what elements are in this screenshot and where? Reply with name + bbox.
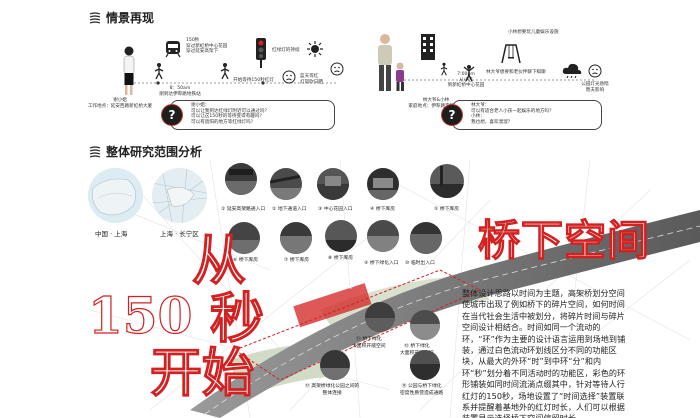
site-photo-4 bbox=[367, 168, 399, 200]
traffic-light-icon bbox=[256, 38, 266, 68]
dialog-bubble-left: ? 谢小姐： 可以让我到达红绿灯附近可以通过吗？ 可以让这150秒的等待变得有趣… bbox=[161, 100, 335, 130]
traffic-note: 红绿灯的持续 bbox=[272, 48, 300, 53]
grandpa-child-figure-icon bbox=[378, 34, 404, 91]
site-photo-6 bbox=[228, 222, 260, 254]
dialog-left-text: 谢小姐： 可以让我到达红绿灯附近可以通过吗？ 可以让这150秒的等待变得有趣吗？… bbox=[191, 103, 270, 125]
walking-person-icon bbox=[220, 63, 230, 80]
section-title-scene: 情景再现 bbox=[88, 9, 154, 26]
site-photo-7 bbox=[280, 222, 312, 254]
walking-person-icon bbox=[440, 62, 448, 76]
dialog-bubble-right: ? 林大爷： 可以有适合老人小孩一起娱乐的地方吗？ 小林： 我也想，喜欢溜溜？ bbox=[441, 100, 602, 130]
sad-face-icon bbox=[330, 62, 344, 76]
grandpa-label: 林大爷&小林 家庭地点：伊犁路宝银家园 bbox=[408, 98, 464, 109]
site-photo-label-5: ⑤ 桥下库房 bbox=[434, 207, 460, 212]
question-mark-icon: ? bbox=[161, 104, 183, 126]
time-830-note: 150秒 穿过新虹桥中心花园 穿过延安高架下 bbox=[186, 38, 228, 55]
slogan-kaishi: 开始 bbox=[149, 343, 255, 404]
woman-figure-icon bbox=[123, 46, 135, 95]
woman-label: 谢小姐 工作地点：延安西路新虹桥大厦 bbox=[87, 98, 153, 109]
wait-label: 开始等待150秒红灯 bbox=[233, 78, 274, 83]
map-label-china: 中国 · 上海 bbox=[95, 230, 128, 238]
site-photo-label-9: ⑨ 桥下绿化入口 bbox=[364, 261, 399, 266]
site-photo-label-10: ⑩ 临时出入口 bbox=[405, 261, 435, 266]
site-photo-label-13: ⑬ 高架桥绿化公园之间的 整体连接 bbox=[305, 384, 360, 396]
section-title-text: 情景再现 bbox=[106, 11, 155, 25]
park-note: 公园灯光昏暗 而夫影响 bbox=[581, 82, 609, 93]
swing-icon bbox=[501, 44, 521, 64]
spring-icon bbox=[89, 145, 101, 158]
site-photo-2 bbox=[270, 168, 302, 200]
spring-icon bbox=[89, 11, 101, 24]
dialog-right-text: 林大爷： 可以有适合老人小孩一起娱乐的地方吗？ 小林： 我也想，喜欢溜溜？ bbox=[471, 103, 554, 125]
site-photo-label-11: ⑪ 桥下绿化 大面积开敞空间 bbox=[352, 337, 386, 349]
building-icon bbox=[421, 34, 435, 60]
section-title-analysis: 整体研究范围分析 bbox=[88, 143, 202, 160]
site-photo-13 bbox=[320, 350, 350, 380]
kid-note: 小林想要玩儿童娱乐设施 bbox=[508, 30, 559, 35]
metro-icon bbox=[165, 41, 181, 58]
section-title-text: 整体研究范围分析 bbox=[106, 145, 203, 159]
site-photo-1 bbox=[225, 163, 257, 195]
site-photo-12 bbox=[410, 310, 440, 340]
site-photo-11 bbox=[365, 302, 395, 332]
site-aerial-map bbox=[90, 160, 700, 418]
site-photo-label-6: ⑥ 桥下库房 bbox=[233, 258, 259, 263]
walking-person-icon bbox=[154, 63, 164, 80]
sad-face-icon bbox=[282, 70, 296, 84]
scene-right-timeline bbox=[400, 79, 595, 81]
grandpa-note: 林大爷想要和老伙伴聊下棋聊 bbox=[486, 70, 546, 75]
site-photo-label-3: ③ 中心花园入口 bbox=[318, 207, 353, 212]
weather-note: 蓝天等红 灯风吹日晒 bbox=[300, 74, 323, 85]
site-photo-label-4: ④ 桥下库房 bbox=[370, 207, 396, 212]
map-markers: ① ② ③ ④ bbox=[330, 285, 353, 291]
design-description: 整体设计思路以时间为主题，高架桥划分空间使城市出现了例如桥下的碎片空间，如何时间… bbox=[462, 288, 626, 418]
sad-face-icon bbox=[588, 64, 602, 78]
weather-icon bbox=[307, 41, 323, 57]
site-photo-10 bbox=[410, 222, 442, 254]
slogan-number: 150 bbox=[87, 286, 193, 345]
map-changning bbox=[152, 168, 207, 223]
person-arms-up-icon bbox=[463, 65, 475, 82]
site-photo-14 bbox=[410, 350, 440, 380]
scene-left-timeline bbox=[130, 81, 338, 85]
site-photo-label-2: ② 地下通道入口 bbox=[272, 207, 307, 212]
site-photo-label-7: ⑦ 桥下库房 bbox=[284, 258, 310, 263]
map-china-shanghai bbox=[88, 168, 143, 223]
site-photo-5 bbox=[430, 164, 464, 198]
slogan-cong: 从 bbox=[191, 228, 246, 292]
lamp-dim-icon bbox=[562, 63, 582, 78]
time-830-label: 8：50am 刚到达伊犁路地铁站 bbox=[159, 86, 201, 97]
site-photo-8 bbox=[325, 220, 357, 252]
slogan-qiaoxia: 桥下空间 bbox=[477, 216, 651, 265]
map-label-changning: 上海 · 长宁区 bbox=[160, 230, 199, 238]
site-photo-label-8: ⑧ 桥下库房 bbox=[328, 256, 354, 261]
question-mark-icon: ? bbox=[441, 104, 463, 126]
site-photo-label-14: ⑭ 公园与桥下绿化 密度性质营造成通路 bbox=[400, 384, 444, 396]
site-photo-label-1: ① 延安高架路通入口 bbox=[221, 207, 266, 212]
site-photo-9 bbox=[367, 220, 399, 252]
slogan-miao: 秒 bbox=[209, 286, 264, 350]
site-photo-3 bbox=[317, 168, 349, 200]
